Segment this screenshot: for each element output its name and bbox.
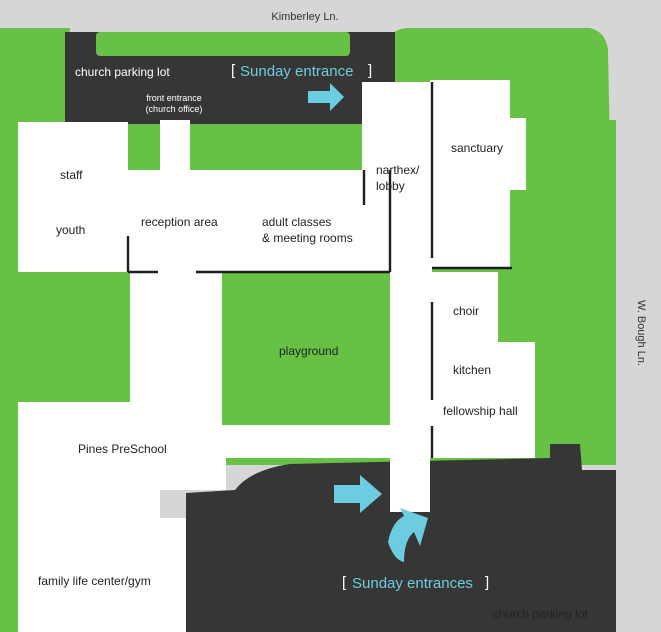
room-label-youth: youth <box>56 223 85 237</box>
arrow-icon <box>308 83 344 111</box>
room-label-kitchen: kitchen <box>453 363 491 377</box>
front-entrance-corridor <box>160 120 190 172</box>
sunday-entrance-bracket-open: [ <box>231 62 236 79</box>
sanctuary-block <box>430 80 526 268</box>
east-wing <box>430 272 535 458</box>
room-label-sanctuary: sanctuary <box>451 141 503 155</box>
room-label-playground: playground <box>279 344 338 358</box>
room-label-gym: family life center/gym <box>38 574 151 588</box>
sunday-entrance-label: Sunday entrance <box>240 63 353 80</box>
room-label-meeting-rooms: & meeting rooms <box>262 231 353 245</box>
sunday-vestibule <box>362 84 392 110</box>
playground <box>224 274 390 424</box>
room-label-lobby: lobby <box>376 179 405 193</box>
room-label-classes: adult classes <box>262 215 331 229</box>
street-label-w-bough: W. Bough Ln. <box>635 300 647 366</box>
south-parking-label: church parking lot <box>493 607 588 621</box>
interior-walls <box>126 82 512 458</box>
sunday-entrance-bracket-close: ] <box>368 62 372 79</box>
arrow-icon <box>334 475 382 513</box>
room-label-staff: staff <box>60 168 83 182</box>
arrow-icon <box>388 508 428 562</box>
room-label-choir: choir <box>453 304 479 318</box>
central-wing <box>126 170 390 272</box>
street-label-kimberley: Kimberley Ln. <box>271 11 338 23</box>
preschool-wing <box>18 272 390 632</box>
sunday-entrances-bracket-open: [ <box>342 574 347 591</box>
room-label-reception: reception area <box>141 215 218 229</box>
staff-youth-wing <box>18 122 128 272</box>
narthex-corridor <box>390 82 430 512</box>
sunday-entrances-label: Sunday entrances <box>352 575 473 592</box>
room-label-fellowship: fellowship hall <box>443 404 518 418</box>
building <box>18 80 535 632</box>
sunday-entrances-bracket-close: ] <box>485 574 489 591</box>
north-parking-label: church parking lot <box>75 65 170 79</box>
room-label-preschool: Pines PreSchool <box>78 442 167 456</box>
parking-median <box>96 32 350 56</box>
room-label-narthex: narthex/ <box>376 163 420 177</box>
front-entrance-label: front entrance <box>146 93 202 103</box>
front-entrance-office-label: (church office) <box>146 104 203 114</box>
